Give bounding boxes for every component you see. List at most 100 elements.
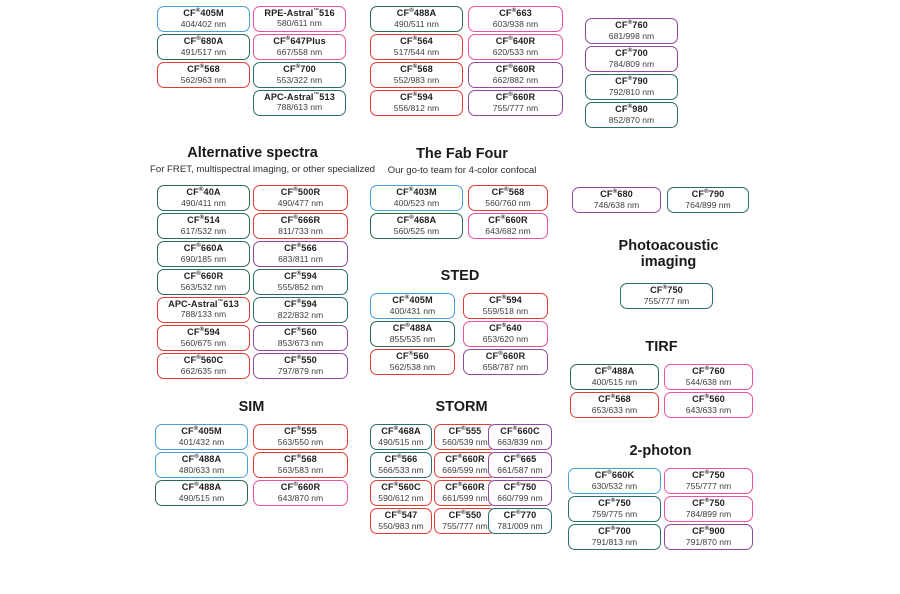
registered-trademark-icon: ® xyxy=(461,509,466,517)
section-title-fab-four: The Fab Four xyxy=(416,146,508,162)
dye-name-base: CF xyxy=(448,510,462,521)
dye-name-suffix: 40A xyxy=(203,187,221,198)
registered-trademark-icon: ® xyxy=(627,19,633,27)
dye-wavelengths: 855/535 nm xyxy=(389,333,436,344)
trademark-icon: ™ xyxy=(313,7,320,14)
dye-name-suffix: 700 xyxy=(632,48,648,59)
dye-name-suffix: 594 xyxy=(204,327,220,338)
section-title-tirf: TIRF xyxy=(645,339,678,355)
dye-name: CF®750 xyxy=(692,469,725,481)
dye-wavelengths: 563/550 nm xyxy=(277,436,324,447)
registered-trademark-icon: ® xyxy=(511,7,517,15)
dye-name-base: CF xyxy=(284,355,297,366)
dye-name-base: CF xyxy=(400,64,413,75)
dye-name: CF®660A xyxy=(184,242,224,254)
dye-name: CF®405M xyxy=(392,294,433,306)
dye-name: CF®488A xyxy=(182,481,222,493)
dye-wavelengths: 681/998 nm xyxy=(608,30,655,41)
dye-name-suffix: 566 xyxy=(401,454,418,465)
dye-name-base: CF xyxy=(594,470,608,481)
dye-name-suffix: 560 xyxy=(413,351,429,362)
registered-trademark-icon: ® xyxy=(199,326,205,334)
dye-name-base: CF xyxy=(499,8,512,19)
registered-trademark-icon: ® xyxy=(409,214,414,222)
dye-name: CF®555 xyxy=(284,425,317,437)
